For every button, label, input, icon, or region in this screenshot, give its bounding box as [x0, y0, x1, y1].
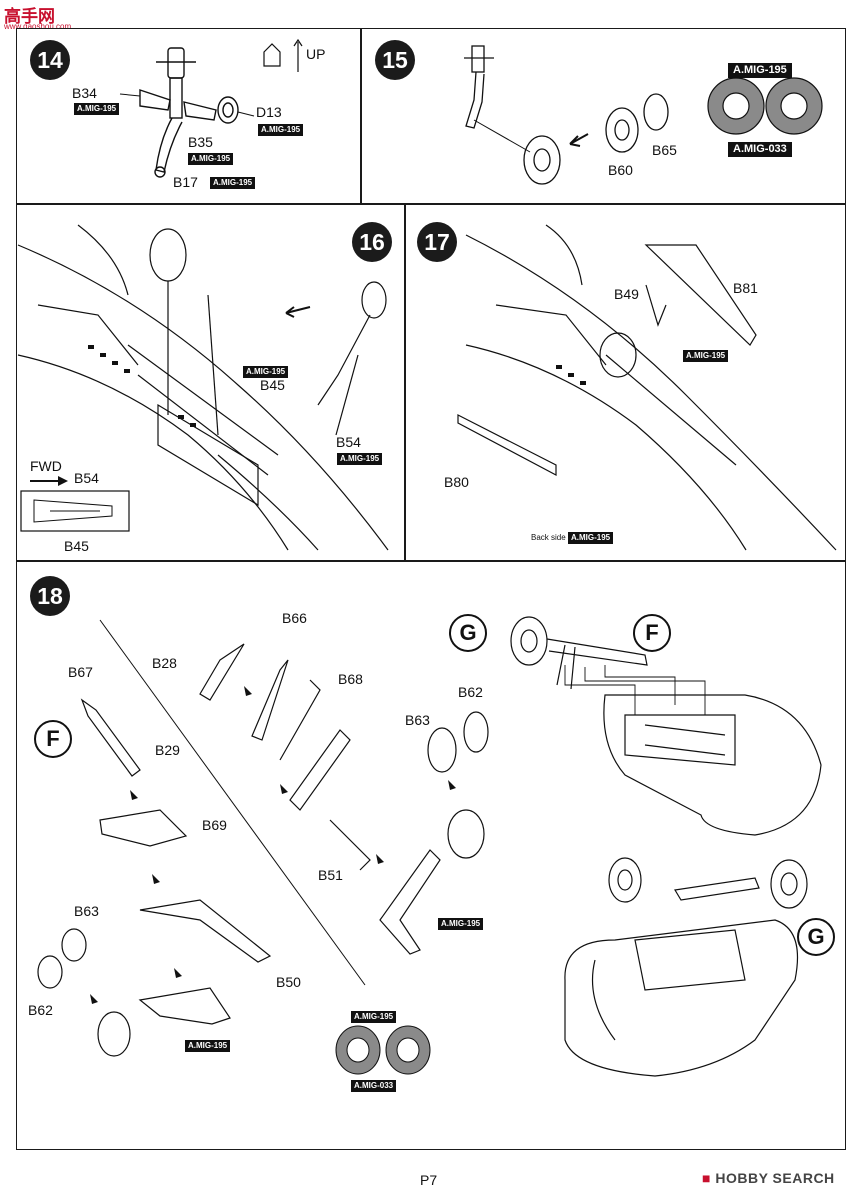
step-16-paint-b45: A.MIG-195: [243, 366, 289, 378]
step-17-part-b81: B81: [733, 280, 758, 296]
step-15-drawing: [464, 45, 669, 185]
inset-part-b45: B45: [64, 538, 89, 554]
step-18-part-b62-g: B62: [458, 684, 483, 700]
step-16-part-b54: B54: [336, 434, 361, 450]
step-17-paint-b80: A.MIG-195: [568, 532, 614, 544]
inset-part-b54: B54: [74, 470, 99, 486]
step-15-part-b65: B65: [652, 142, 677, 158]
step-14-drawing: [119, 47, 255, 178]
watermark-logo: 高手网: [4, 7, 55, 26]
divider-row2: [16, 560, 846, 562]
step-17-badge: 17: [417, 222, 457, 262]
step-17-part-b49: B49: [614, 286, 639, 302]
step-18-badge: 18: [30, 576, 70, 616]
step-18-part-b50: B50: [276, 974, 301, 990]
step-18-part-b69: B69: [202, 817, 227, 833]
detail-f-nacelle-drawing: [510, 616, 822, 836]
step-17-paint-b81: A.MIG-195: [683, 350, 729, 362]
divider-16-17: [404, 203, 406, 560]
step-18-wheel-paint-guide: [335, 1025, 431, 1075]
step-17-part-b80: B80: [444, 474, 469, 490]
divider-14-15: [360, 28, 362, 203]
step-16-paint-b54: A.MIG-195: [337, 453, 383, 465]
step-14-part-b35: B35: [188, 134, 213, 150]
step-16-fuselage-drawing: [17, 224, 389, 551]
step-18-part-b63-f: B63: [74, 903, 99, 919]
step-17-back-side-label: Back side: [531, 533, 566, 542]
step-15-part-b60: B60: [608, 162, 633, 178]
step-18-parts-drawing: [37, 643, 489, 1057]
footer-brand-text: HOBBY SEARCH: [715, 1170, 835, 1186]
step-17-fuselage-drawing: [457, 224, 837, 551]
step-14-paint-b34: A.MIG-195: [74, 103, 120, 115]
step-18-paint-g: A.MIG-195: [438, 918, 484, 930]
sub-assembly-g-badge: G: [449, 614, 487, 652]
up-direction-icon: [263, 38, 303, 72]
step-18-part-b28: B28: [152, 655, 177, 671]
step-14-part-b17: B17: [173, 174, 198, 190]
hobby-search-logo-icon: ■ HOBBY SEARCH: [702, 1170, 835, 1186]
detail-f-badge: F: [633, 614, 671, 652]
step-18-part-b62-f: B62: [28, 1002, 53, 1018]
step-15-wheel-paint-guide: [707, 77, 823, 135]
instruction-frame: [16, 28, 846, 1150]
step-14-paint-d13: A.MIG-195: [258, 124, 304, 136]
step-18-paint-guide-top: A.MIG-195: [351, 1011, 397, 1023]
step-18-paint-guide-bottom: A.MIG-033: [351, 1080, 397, 1092]
step-16-part-b45: B45: [260, 377, 285, 393]
step-18-part-b29: B29: [155, 742, 180, 758]
step-16-badge: 16: [352, 222, 392, 262]
step-16-inset-drawing: [20, 490, 130, 532]
step-18-part-b51: B51: [318, 867, 343, 883]
step-18-divider-diagonal: [99, 619, 366, 986]
step-18-paint-f: A.MIG-195: [185, 1040, 231, 1052]
step-14-part-b34: B34: [72, 85, 97, 101]
step-14-paint-b35: A.MIG-195: [188, 153, 234, 165]
step-18-part-b67: B67: [68, 664, 93, 680]
step-15-paint-top: A.MIG-195: [728, 63, 792, 78]
step-15-badge: 15: [375, 40, 415, 80]
inset-fwd-label: FWD: [30, 458, 62, 474]
page-number: P7: [420, 1172, 438, 1188]
divider-row1: [16, 203, 846, 205]
step-15-paint-bottom: A.MIG-033: [728, 142, 792, 157]
up-label: UP: [306, 46, 326, 62]
detail-g-badge: G: [797, 918, 835, 956]
step-18-part-b66: B66: [282, 610, 307, 626]
step-14-badge: 14: [30, 40, 70, 80]
sub-assembly-f-badge: F: [34, 720, 72, 758]
step-14-paint-b17: A.MIG-195: [210, 177, 256, 189]
fwd-arrow-icon: [30, 476, 68, 486]
step-18-part-b68: B68: [338, 671, 363, 687]
step-14-part-d13: D13: [256, 104, 282, 120]
watermark-url: www.gaoshou.com: [4, 22, 72, 31]
detail-g-nacelle-drawing: [564, 857, 808, 1077]
step-18-part-b63-g: B63: [405, 712, 430, 728]
